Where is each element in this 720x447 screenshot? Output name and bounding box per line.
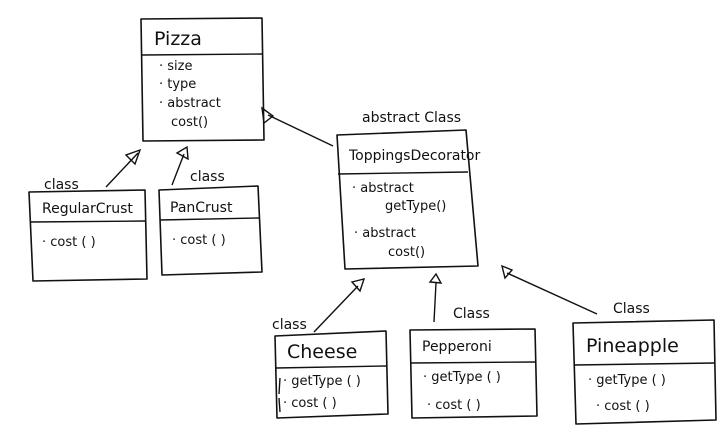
class-pan-crust-stereotype: class bbox=[190, 169, 225, 185]
class-cheese-stereotype: class bbox=[272, 317, 307, 333]
class-regular-crust-divider bbox=[29, 220, 147, 223]
class-pizza-member: · size bbox=[159, 59, 192, 74]
class-pan-crust-member: · cost ( ) bbox=[172, 233, 226, 248]
class-toppings-decorator-member: cost() bbox=[388, 245, 425, 260]
class-pan-crust-name: PanCrust bbox=[170, 200, 233, 216]
class-pineapple-divider bbox=[573, 362, 716, 366]
class-regular-crust-box bbox=[28, 189, 148, 282]
class-regular-crust-member: · cost ( ) bbox=[42, 235, 96, 250]
class-pan-crust: class PanCrust · cost ( ) bbox=[158, 169, 263, 276]
class-pan-crust-divider bbox=[159, 217, 260, 221]
class-pizza-box bbox=[140, 17, 265, 142]
class-pepperoni-member: · cost ( ) bbox=[427, 398, 481, 413]
inheritance-arrow-toppings-decorator bbox=[261, 106, 334, 147]
class-pan-crust-box bbox=[158, 185, 263, 276]
class-toppings-decorator-divider bbox=[337, 171, 469, 175]
member-bracket-mark bbox=[278, 397, 281, 413]
class-pepperoni-box bbox=[409, 328, 538, 419]
class-pineapple-member: · cost ( ) bbox=[596, 399, 650, 414]
inheritance-arrow-pan-crust bbox=[171, 145, 189, 186]
class-pepperoni: Class Pepperoni · getType ( ) · cost ( ) bbox=[409, 306, 538, 419]
class-toppings-decorator-member: · abstract bbox=[352, 181, 414, 196]
inheritance-arrow-pineapple bbox=[500, 264, 598, 315]
class-cheese-name: Cheese bbox=[287, 341, 357, 363]
class-pepperoni-stereotype: Class bbox=[453, 306, 490, 322]
class-pepperoni-name: Pepperoni bbox=[422, 339, 492, 355]
class-pizza-divider bbox=[141, 53, 264, 56]
class-pineapple: Class Pineapple · getType ( ) · cost ( ) bbox=[572, 301, 717, 425]
class-pineapple-member: · getType ( ) bbox=[588, 373, 666, 388]
class-toppings-decorator-name: ToppingsDecorator bbox=[348, 148, 481, 164]
class-pepperoni-member: · getType ( ) bbox=[423, 370, 501, 385]
class-regular-crust: class RegularCrust · cost ( ) bbox=[28, 177, 148, 282]
class-cheese-member: · getType ( ) bbox=[283, 374, 361, 389]
class-pizza: Pizza · size · type · abstract cost() bbox=[140, 17, 265, 142]
inheritance-arrow-pepperoni bbox=[428, 272, 443, 323]
class-pepperoni-divider bbox=[410, 361, 537, 364]
class-pizza-member: · type bbox=[159, 77, 196, 92]
member-bracket-mark bbox=[278, 377, 281, 395]
inheritance-arrow-cheese bbox=[313, 278, 366, 333]
class-cheese-divider bbox=[275, 365, 388, 369]
class-pineapple-stereotype: Class bbox=[613, 301, 650, 317]
class-pizza-member: · abstract bbox=[159, 96, 221, 111]
class-pineapple-name: Pineapple bbox=[586, 335, 679, 357]
class-cheese-box bbox=[274, 330, 389, 419]
class-cheese: class Cheese · getType ( ) · cost ( ) bbox=[272, 317, 389, 419]
class-toppings-decorator-member: · abstract bbox=[354, 226, 416, 241]
class-regular-crust-name: RegularCrust bbox=[42, 201, 133, 217]
inheritance-arrow-regular-crust bbox=[105, 148, 142, 188]
class-pizza-name: Pizza bbox=[154, 28, 202, 50]
class-toppings-decorator-box bbox=[336, 129, 479, 270]
class-regular-crust-stereotype: class bbox=[44, 177, 79, 193]
class-toppings-decorator-stereotype: abstract Class bbox=[362, 110, 461, 126]
class-toppings-decorator: abstract Class ToppingsDecorator · abstr… bbox=[336, 110, 481, 270]
class-pizza-member: cost() bbox=[171, 115, 208, 130]
class-toppings-decorator-member: getType() bbox=[385, 199, 446, 214]
class-cheese-member: · cost ( ) bbox=[283, 396, 337, 411]
class-pineapple-box bbox=[572, 319, 717, 425]
